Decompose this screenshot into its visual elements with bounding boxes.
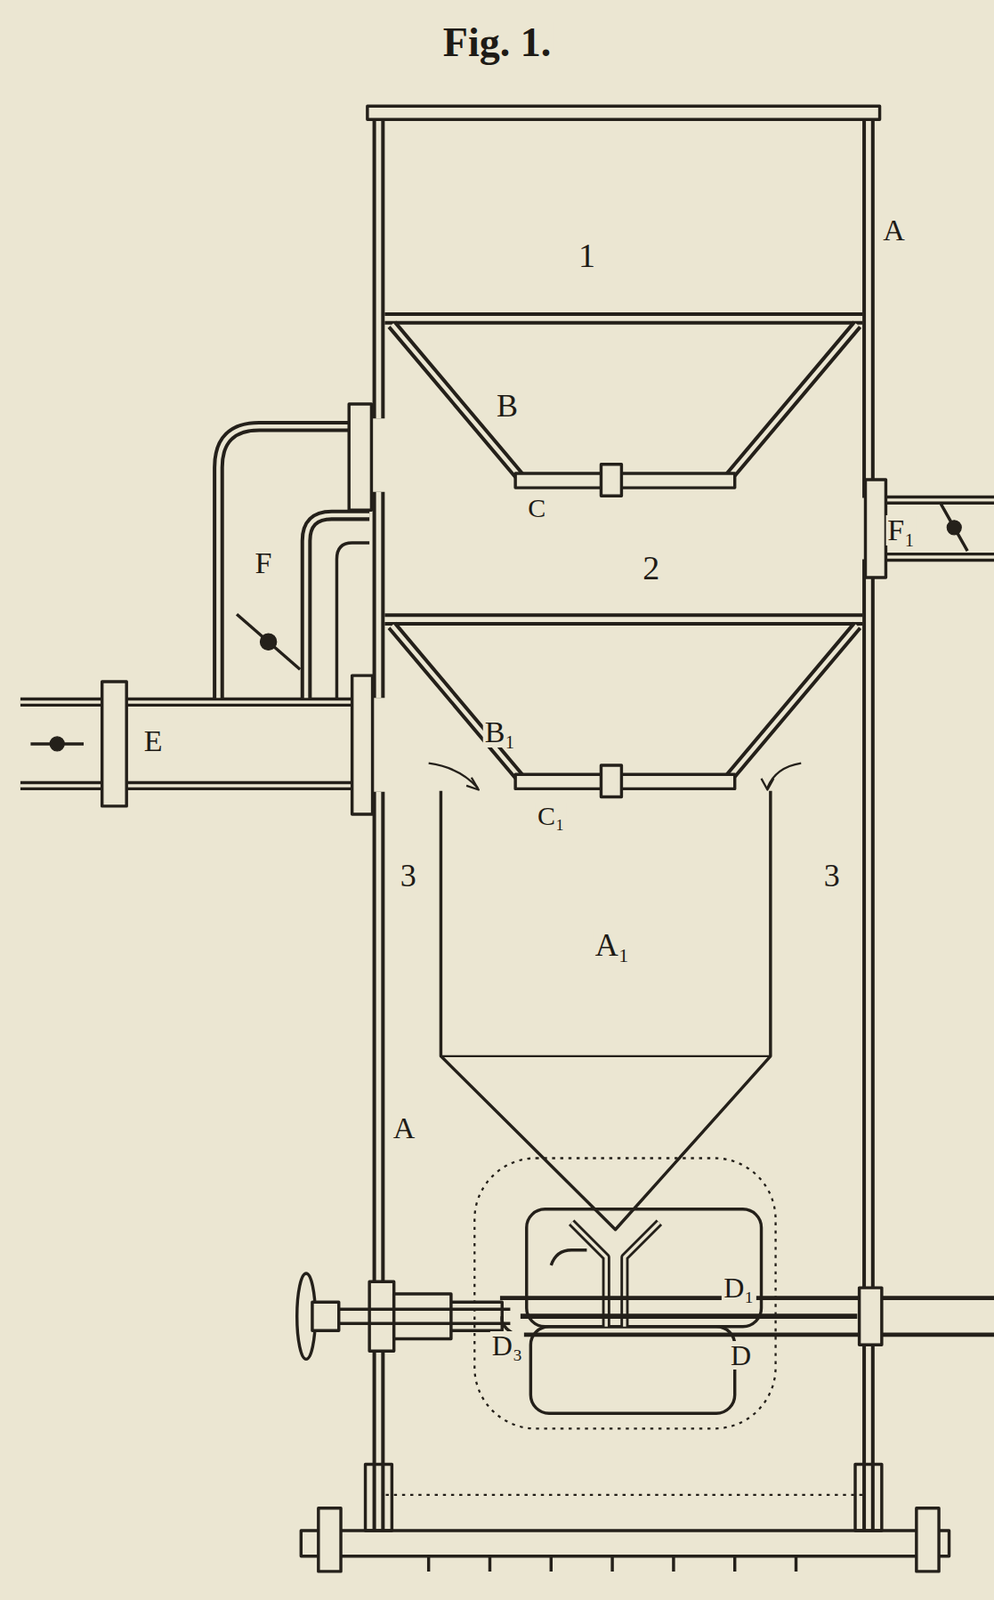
outlet-pipe <box>865 479 994 578</box>
part-label: F <box>252 548 274 579</box>
figure-title: Fig. 1. <box>441 22 553 64</box>
part-label: D₃ <box>490 1331 525 1360</box>
discharge-valve <box>297 1157 994 1429</box>
inner-vessel <box>428 763 802 1230</box>
part-label: D <box>728 1341 753 1370</box>
inlet-pipe <box>20 675 373 815</box>
part-label: 2 <box>640 550 662 585</box>
part-label: 1 <box>576 238 598 273</box>
part-label: B₁ <box>483 717 518 748</box>
outer-casing <box>300 105 949 1572</box>
part-label: C <box>525 494 548 522</box>
hopper <box>384 318 863 497</box>
part-label: A <box>391 1113 418 1144</box>
bypass-pipe <box>218 404 372 698</box>
part-label: D₁ <box>721 1273 756 1302</box>
part-label: E <box>142 726 165 757</box>
part-label: B <box>494 389 520 422</box>
part-label: C₁ <box>535 802 566 830</box>
part-label: A₁ <box>593 929 632 962</box>
part-label: F₁ <box>885 515 917 546</box>
part-label: A <box>880 215 907 246</box>
part-label: 3 <box>398 859 419 892</box>
hopper <box>384 619 863 798</box>
part-label: 3 <box>822 859 842 892</box>
